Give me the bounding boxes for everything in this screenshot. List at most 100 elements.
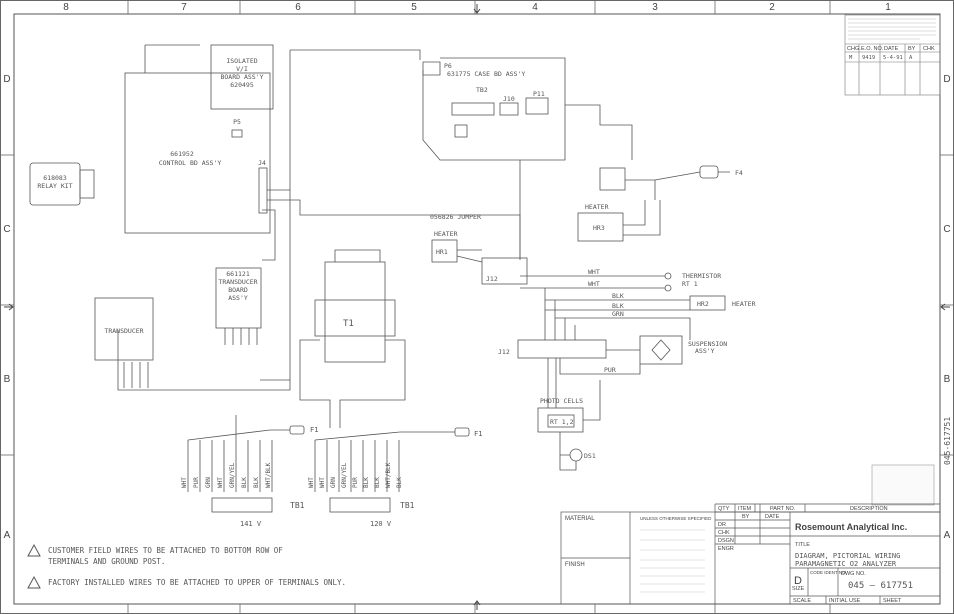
thermistor-label-1: THERMISTOR: [682, 272, 721, 280]
enclosure-wire: [144, 44, 421, 381]
relay-kit-name: RELAY KIT: [37, 182, 72, 190]
suspension-label-1: SUSPENSION: [688, 340, 727, 348]
transducer-board-label-4: ASS'Y: [228, 294, 248, 302]
isolated-board-label-1: ISOLATED: [226, 57, 257, 65]
zone-row-c-right: C: [943, 224, 950, 235]
t1-wire-a: [299, 339, 331, 428]
tolerance-lines: [640, 529, 705, 593]
tb1b-block: [329, 497, 391, 513]
transducer-outline: [94, 297, 154, 361]
tb2-terminal: [451, 102, 495, 116]
jumper-label: 056826 JUMPER: [430, 213, 481, 221]
p5-label: P5: [233, 118, 241, 126]
zone-row-d: D: [3, 74, 10, 85]
rev-chg: M: [849, 55, 853, 61]
isolated-board-label-3: BOARD ASS'Y: [220, 73, 263, 81]
wht-label-1: WHT: [588, 268, 600, 276]
center-mark-bottom: [473, 600, 481, 610]
j12-small-label: J12: [486, 275, 498, 283]
note-2-line-2: TERMINALS AND GROUND POST.: [48, 557, 165, 566]
note-1-line: FACTORY INSTALLED WIRES TO BE ATTACHED T…: [48, 578, 346, 587]
wires-a-label: WHT: [217, 477, 224, 488]
j12-block-outline: [481, 257, 528, 285]
zone-col-2: 2: [769, 2, 775, 13]
hr2-wires: [545, 299, 691, 340]
blk-label-1: BLK: [612, 292, 624, 300]
tb-dwg-no: 045 — 617751: [848, 581, 913, 591]
rev-by: A: [909, 55, 913, 61]
heater-hr2-label: HEATER: [732, 300, 756, 308]
grn-label: GRN: [612, 310, 624, 318]
zone-col-8: 8: [63, 2, 69, 13]
j12-label: J12: [498, 348, 510, 356]
tb-dsgn: DSGN: [718, 538, 734, 544]
revision-block: [844, 14, 941, 96]
rev-header-by: BY: [908, 46, 916, 52]
tb1a-wires: [187, 440, 273, 492]
hr2-label: HR2: [697, 300, 709, 308]
f1b-label: F1: [474, 430, 482, 438]
tb-initial-use: INITIAL USE: [829, 598, 861, 604]
tb-chk: CHK: [718, 530, 730, 536]
zone-row-a-right: A: [944, 530, 951, 541]
wires-a-label: GRN/YEL: [229, 462, 236, 488]
transducer-board-label-1: 661121: [226, 270, 250, 278]
thermistor-wires: [520, 275, 665, 289]
wires-a-label: BLK: [253, 477, 260, 488]
rt12-block: [547, 414, 575, 428]
photo-cells-label: PHOTO CELLS: [540, 397, 583, 405]
tb-size-label: SIZE: [792, 586, 805, 592]
zone-col-6: 6: [295, 2, 301, 13]
wires-a-label: GRN: [205, 477, 212, 488]
tb-part-no: PART NO.: [770, 506, 796, 512]
caution-stamp: [871, 464, 935, 506]
wires-b-label: GRN/YEL: [341, 462, 348, 488]
heater-right-label: HEATER: [585, 203, 609, 211]
wires-b-label: WHT: [308, 477, 315, 488]
zone-row-c: C: [3, 224, 10, 235]
side-drawing-number: 045-617751: [943, 417, 952, 465]
transducer-board-outline: [215, 267, 262, 329]
p11-connector: [525, 97, 549, 115]
note-1-triangle: [27, 575, 41, 589]
note-2-line-1: CUSTOMER FIELD WIRES TO BE ATTACHED TO B…: [48, 546, 283, 555]
ds1-wires: [559, 432, 577, 471]
tb-dwg-no-label: DWG NO.: [841, 571, 866, 577]
isolated-board-outline: [210, 44, 274, 110]
tb-finish: FINISH: [565, 562, 585, 568]
tb-item: ITEM: [738, 506, 752, 512]
j4-connector: [258, 167, 268, 214]
center-mark-right: [940, 303, 950, 311]
tb-company: Rosemount Analytical Inc.: [795, 522, 907, 532]
tb-qty: QTY: [718, 506, 730, 512]
tb-size: D: [794, 575, 802, 587]
wires-a-label: BLK: [241, 477, 248, 488]
p11-label: P11: [533, 90, 545, 98]
tb-dr: DR: [718, 522, 726, 528]
case-board-label: 631775 CASE BD ASS'Y: [447, 70, 525, 78]
tb2-label: TB2: [476, 86, 488, 94]
fan-switch-outline: [599, 167, 626, 191]
tb-scale: SCALE: [793, 598, 811, 604]
tb-engr: ENGR: [718, 546, 734, 552]
f4-fuse: [699, 165, 719, 179]
hr2-heater-outline: [689, 295, 726, 311]
transducer-leads: [123, 362, 149, 388]
zone-col-1: 1: [885, 2, 891, 13]
wires-b-label: PUR: [352, 477, 359, 488]
tb1b-top-wire: [314, 431, 455, 441]
tb-sheet: SHEET: [883, 598, 902, 604]
tb-tolerances: UNLESS OTHERWISE SPECIFIED: [640, 516, 712, 521]
rev-header-chg: CHG.: [847, 46, 861, 52]
j10-label: J10: [503, 95, 515, 103]
thermistor-label-2: RT 1: [682, 280, 698, 288]
tb-title-label: TITLE: [795, 542, 810, 548]
j4-transducer-wire: [262, 209, 276, 261]
relay-kit-number: 618083: [43, 174, 67, 182]
wires-a-label: WHT/BLK: [265, 462, 272, 488]
zone-row-d-right: D: [943, 74, 950, 85]
hr1-heater-outline: [431, 239, 458, 263]
